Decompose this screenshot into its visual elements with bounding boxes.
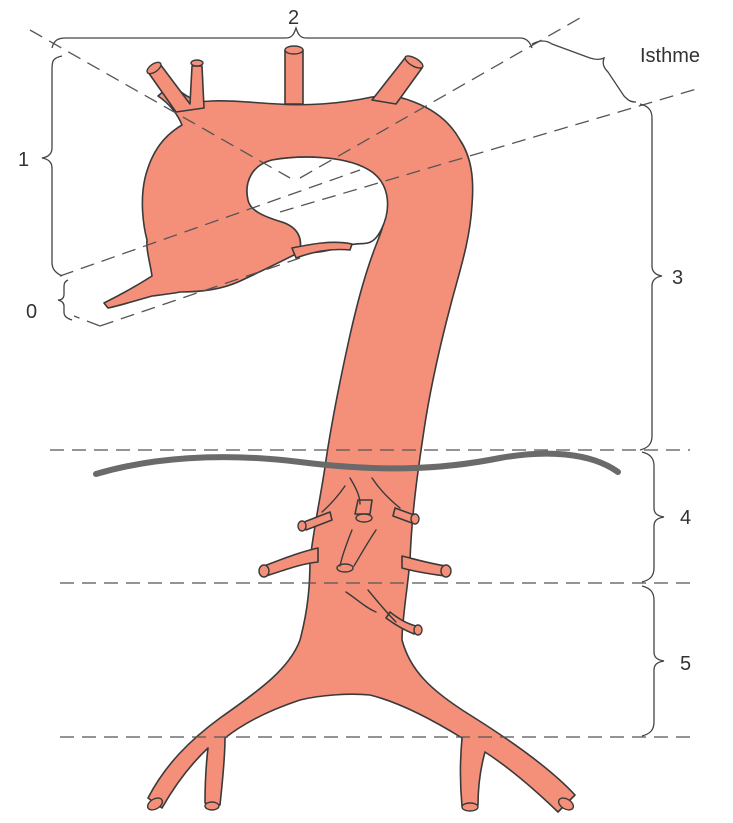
left-upper-branch-ostium — [411, 514, 419, 524]
label-zone3: 3 — [672, 267, 683, 289]
supra-aortic-branches — [145, 46, 425, 112]
brace-zone0 — [58, 280, 72, 320]
label-zone4: 4 — [680, 507, 691, 529]
inferior-mesenteric-ostium — [414, 625, 422, 635]
celiac-trunk — [355, 500, 372, 514]
brace-zone3 — [640, 104, 662, 450]
brachiocephalic-left-ostium — [191, 60, 203, 66]
aorta — [104, 84, 575, 812]
celiac-ostium — [356, 514, 372, 522]
label-zone1: 1 — [18, 149, 29, 171]
label-isthmus: Isthme — [640, 45, 700, 67]
left-internal-iliac-ostium — [462, 803, 478, 811]
right-renal-ostium — [259, 565, 269, 577]
right-internal-iliac-ostium — [205, 802, 219, 810]
boundary-root-vertical — [74, 316, 100, 326]
left-common-carotid-ostium — [285, 46, 303, 54]
left-renal-ostium — [441, 565, 451, 577]
left-common-carotid — [285, 50, 303, 104]
label-zone2: 2 — [288, 7, 299, 29]
brace-zone5 — [642, 586, 664, 736]
label-zone5: 5 — [680, 653, 691, 675]
brace-isthmus — [532, 41, 636, 102]
brace-zone2 — [52, 28, 532, 48]
superior-mesenteric-ostium — [337, 564, 353, 572]
brace-zone4 — [642, 452, 664, 582]
brace-zone1 — [42, 56, 62, 276]
right-upper-branch-ostium — [298, 521, 306, 531]
label-zone0: 0 — [26, 301, 37, 323]
